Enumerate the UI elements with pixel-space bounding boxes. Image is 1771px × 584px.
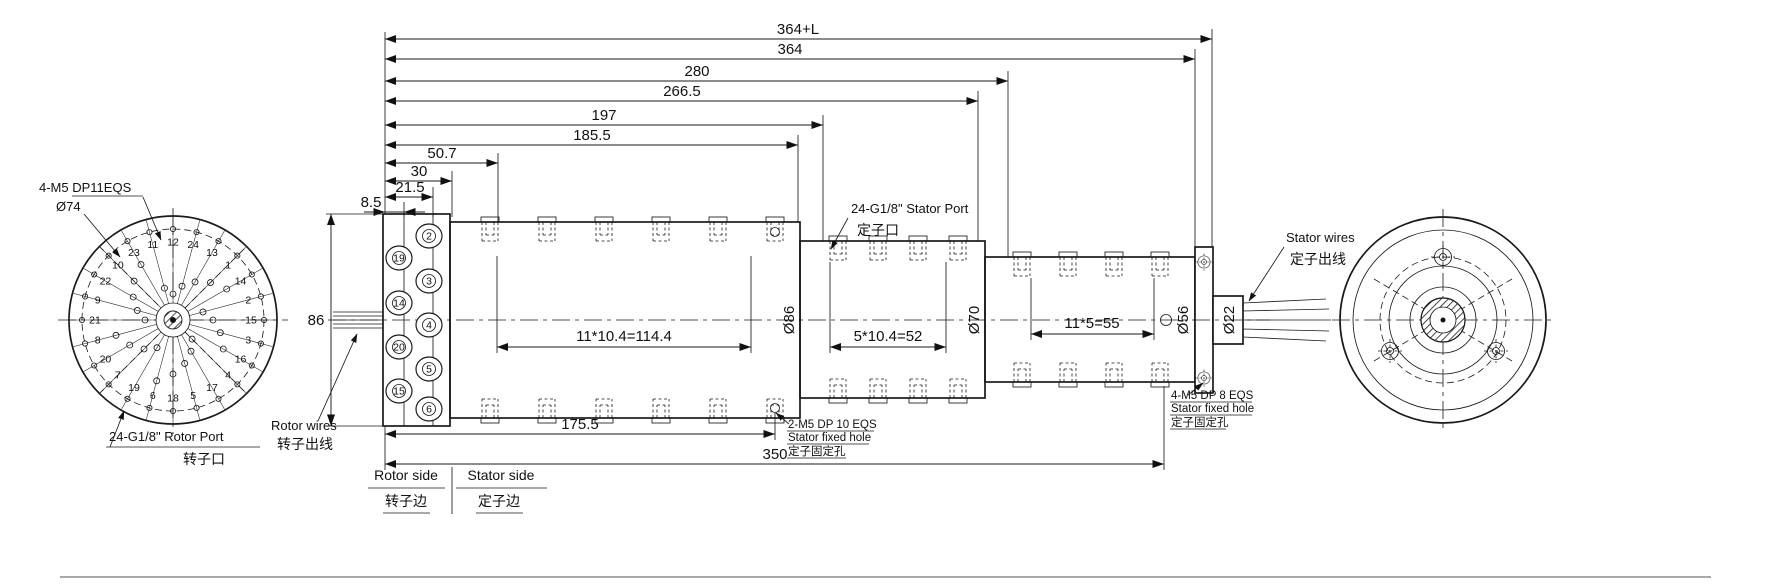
port-symbols-generated <box>480 216 1170 424</box>
dim-pitch-small: 11*5=55 <box>1064 315 1119 332</box>
rotor-view-port-number: 16 <box>235 354 247 366</box>
stator-wires-label-cn: 定子出线 <box>1290 251 1346 267</box>
top-dimensions: 364+L 364 280 266.5 197 185.5 50.7 30 21… <box>361 21 1213 257</box>
rotor-view-port-number: 15 <box>245 315 257 327</box>
rotor-view-port-number: 24 <box>187 239 199 251</box>
dim-8-5: 8.5 <box>361 194 382 211</box>
cap-port-number: 3 <box>426 276 432 288</box>
cap-port-number: 6 <box>426 404 432 416</box>
bottom-dimensions: 175.5 350 <box>384 386 1165 470</box>
stator-wires-label: Stator wires <box>1286 230 1355 245</box>
stator-view-bolt-circle <box>1379 256 1507 384</box>
stator-view-outer-circle <box>1339 216 1547 424</box>
rotor-side-label: Rotor side <box>374 467 438 483</box>
cap-port-number: 15 <box>393 386 405 398</box>
dim-dia22: Ø22 <box>1221 306 1238 334</box>
dim-280: 280 <box>684 63 709 80</box>
fixed-hole-4m5-line3: 定子固定孔 <box>1171 415 1229 429</box>
dim-350: 350 <box>762 446 787 463</box>
cap-ports-generated: 2 19 3 14 4 20 5 15 6 <box>385 223 443 422</box>
dim-364: 364 <box>777 41 802 58</box>
diameter-labels: Ø86 Ø70 Ø56 Ø22 <box>781 306 1238 334</box>
stator-port-label-cn: 定子口 <box>857 222 899 238</box>
dim-30: 30 <box>411 163 428 180</box>
rotor-view-port-number: 20 <box>100 354 112 366</box>
rotor-view-outer-circle <box>68 215 278 425</box>
rotor-port-label: 24-G1/8" Rotor Port <box>109 429 224 444</box>
cap-port-number: 20 <box>393 342 405 354</box>
dim-185-5: 185.5 <box>573 127 611 144</box>
dim-21-5: 21.5 <box>395 179 424 196</box>
dim-pitch-mid: 5*10.4=52 <box>854 328 923 345</box>
rotor-view-port-number: 4 <box>225 370 231 382</box>
pitch-dimensions: 11*10.4=114.4 5*10.4=52 11*5=55 <box>496 256 1155 353</box>
rotor-view-port-number: 14 <box>235 276 247 288</box>
rotor-view-port-number: 5 <box>190 390 196 402</box>
stator-end-view <box>1332 209 1554 431</box>
rotor-view-port-number: 1 <box>225 259 231 271</box>
fixed-hole-2m5-line3: 定子固定孔 <box>788 444 846 458</box>
rotor-view-port-number: 10 <box>112 259 124 271</box>
stator-view-ring-3 <box>1388 265 1498 375</box>
rotor-view-port-number: 23 <box>128 247 140 259</box>
side-legend: Rotor side 转子边 Stator side 定子边 <box>368 467 547 514</box>
rotor-wires-label: Rotor wires <box>271 418 337 433</box>
stator-view-ring-2 <box>1352 229 1534 411</box>
rotor-port-label-cn: 转子口 <box>183 451 225 467</box>
rotor-view-port-number: 18 <box>167 393 179 405</box>
rotor-view-port-number: 2 <box>245 294 251 306</box>
dim-50-7: 50.7 <box>427 145 456 162</box>
fixed-hole-2m5-top <box>770 227 780 237</box>
dim-dia70: Ø70 <box>966 306 983 334</box>
dim-dia56: Ø56 <box>1175 306 1192 334</box>
rotor-view-port-number: 21 <box>89 315 101 327</box>
rotor-view-hub-center <box>170 317 176 323</box>
cap-port-number: 19 <box>393 253 405 265</box>
dim-197: 197 <box>591 107 616 124</box>
rotor-view-port-number: 6 <box>150 390 156 402</box>
stator-port-label: 24-G1/8" Stator Port <box>851 201 969 216</box>
dim-364-plus-l: 364+L <box>777 21 819 38</box>
height-dimension: 86 <box>308 213 383 427</box>
stator-side-label: Stator side <box>468 467 535 483</box>
rotor-view-port-number: 11 <box>147 239 158 251</box>
stator-view-ring-4 <box>1409 286 1477 354</box>
fixed-hole-2m5-line1: 2-M5 DP 10 EQS <box>788 419 877 431</box>
fixed-hole-2m5-line2: Stator fixed hole <box>788 432 871 444</box>
stator-view-hub-center <box>1440 317 1446 323</box>
rotor-bolts-label: 4-M5 DP11EQS <box>39 180 132 195</box>
fixed-hole-4m5-line1: 4-M5 DP 8 EQS <box>1171 390 1254 402</box>
dim-175-5: 175.5 <box>561 416 599 433</box>
dim-pitch-main: 11*10.4=114.4 <box>576 328 672 345</box>
cap-port-number: 2 <box>426 231 432 243</box>
rotor-wires-label-cn: 转子出线 <box>277 436 333 452</box>
rotor-view-port-number: 3 <box>245 335 251 347</box>
dim-dia74: Ø74 <box>56 199 81 214</box>
stator-side-label-cn: 定子边 <box>478 493 520 509</box>
fixed-hole-4m5-line2: Stator fixed hole <box>1171 403 1254 415</box>
rotor-view-port-number: 22 <box>100 276 112 288</box>
cap-port-number: 14 <box>393 298 405 310</box>
rotor-view-port-number: 17 <box>206 382 218 394</box>
callouts: 4-M5 DP11EQS Ø74 24-G1/8" Rotor Port 转子口… <box>39 180 1355 467</box>
rotor-view-port-number: 8 <box>95 335 101 347</box>
rotor-view-port-number: 9 <box>95 294 101 306</box>
rotor-side-label-cn: 转子边 <box>385 493 427 509</box>
rotor-view-port-number: 13 <box>206 247 218 259</box>
rotor-view-port-number: 12 <box>167 237 179 249</box>
cap-port-number: 4 <box>426 320 432 332</box>
dim-86: 86 <box>308 312 325 329</box>
rotor-view-port-number: 7 <box>115 370 121 382</box>
cap-port-number: 5 <box>426 364 432 376</box>
fixed-hole-2m5-bottom <box>770 403 780 413</box>
dim-266-5: 266.5 <box>663 83 701 100</box>
rotor-view-port-number: 19 <box>128 382 140 394</box>
dim-dia86: Ø86 <box>781 306 798 334</box>
